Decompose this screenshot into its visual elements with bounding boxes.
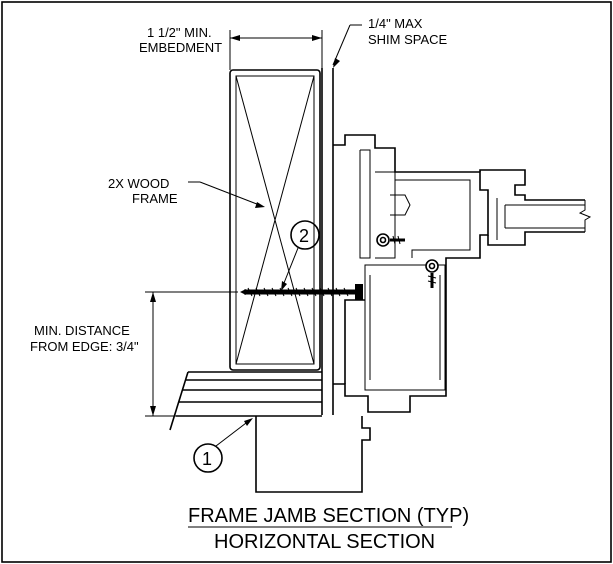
embedment-label-line1: 1 1/2" MIN.: [147, 25, 212, 40]
callout-1-number: 1: [202, 449, 212, 469]
callout-2-number: 2: [299, 226, 309, 246]
wood-frame: [229, 69, 321, 371]
drawing-title: FRAME JAMB SECTION (TYP): [188, 505, 469, 527]
wood-label-line1: 2X WOOD: [108, 176, 169, 191]
installation-screw: [240, 284, 363, 300]
edge-distance-dimension: [145, 291, 238, 417]
shim-space: [321, 68, 334, 415]
embedment-label-line2: EMBEDMENT: [139, 40, 222, 55]
callout-2: [281, 220, 320, 291]
shim-label-line2: SHIM SPACE: [368, 32, 448, 47]
drawing-subtitle: HORIZONTAL SECTION: [214, 531, 435, 553]
clip-screw-lower: [425, 259, 439, 288]
wood-label-line2: FRAME: [132, 191, 178, 206]
clip-screw-upper: [376, 233, 405, 247]
embedment-dimension: [229, 30, 323, 70]
wall-base: [169, 371, 322, 431]
distance-label-line2: FROM EDGE: 3/4": [30, 339, 139, 354]
wood-frame-leader: [188, 181, 265, 208]
anchor-block: [255, 416, 371, 493]
distance-label-line1: MIN. DISTANCE: [34, 323, 130, 338]
window-sash: [479, 169, 592, 246]
window-frame-profile: [333, 134, 489, 413]
shim-label-line1: 1/4" MAX: [368, 16, 423, 31]
shim-leader: [332, 24, 362, 68]
callout-1: [193, 418, 253, 473]
